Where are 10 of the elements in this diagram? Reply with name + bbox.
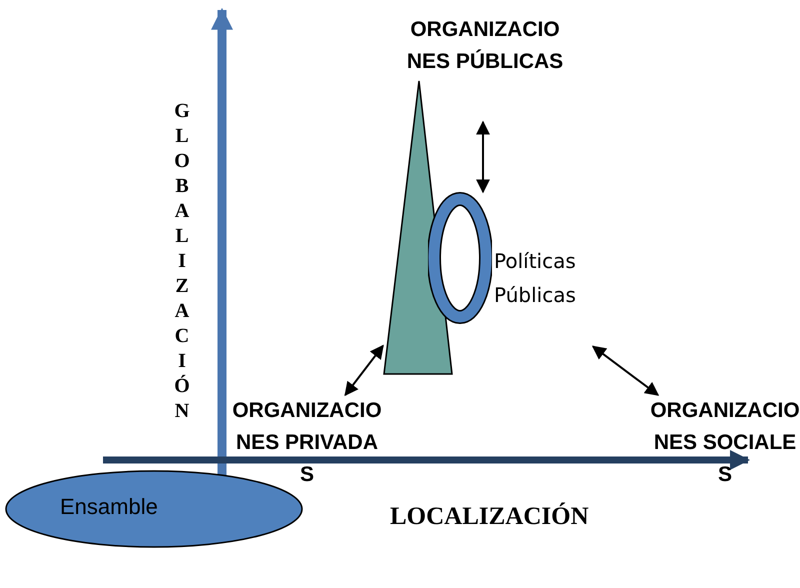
axis-label: LOCALIZACIÓN [390, 503, 589, 531]
arrow [476, 120, 490, 194]
arrow [344, 344, 384, 396]
node-label: ORGANIZACIONES SOCIALES [650, 395, 800, 495]
arrow [592, 346, 660, 396]
node-label: Políticas Públicas [494, 248, 577, 309]
axis-label: GLOBALIZACIÓN [170, 100, 193, 425]
node-label: ORGANIZACIONES PÚBLICAS [405, 14, 565, 122]
node-label: Ensamble [60, 494, 158, 520]
node-label: ORGANIZACIONES PRIVADAS [232, 395, 382, 495]
